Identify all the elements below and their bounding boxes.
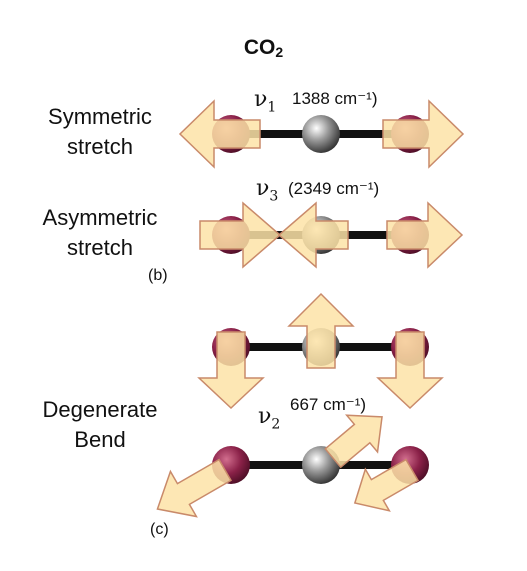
arrow-left (277, 201, 349, 269)
nu2-frequency: 667 cm⁻¹) (290, 395, 367, 414)
arrow-right (386, 201, 464, 269)
arrow-right (382, 99, 465, 169)
arrow-down (197, 331, 265, 410)
carbon-atom (302, 115, 340, 153)
diagram-title: CO2 (243, 36, 284, 60)
arrow-diagonal-down-left (353, 458, 420, 512)
arrow-diagonal-up-right (324, 414, 383, 469)
panel-tag-c: (c) (150, 521, 169, 538)
nu1-frequency: 1388 cm⁻¹) (292, 89, 378, 108)
panel-tag-b: (b) (148, 267, 168, 284)
nu1-symbol: ν1 (254, 87, 277, 116)
nu3-symbol: ν3 (256, 176, 279, 205)
nu3-frequency: (2349 cm⁻¹) (288, 179, 380, 198)
arrow-left (178, 99, 261, 169)
nu2-symbol: ν2 (258, 404, 281, 433)
arrow-right (199, 201, 282, 269)
arrow-down (376, 331, 444, 410)
arrow-up (287, 292, 355, 369)
arrow-diagonal-down-left (156, 458, 233, 518)
